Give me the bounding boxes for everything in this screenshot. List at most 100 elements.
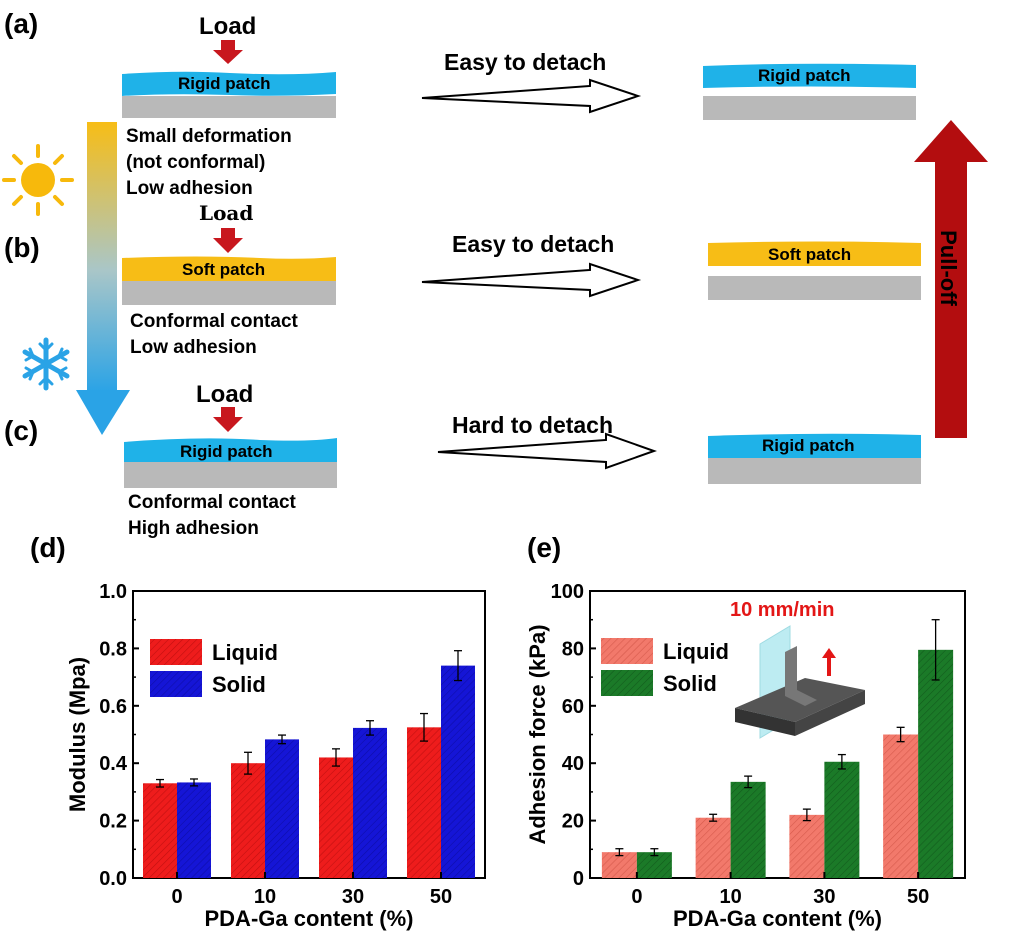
bar-solid [636, 852, 672, 878]
detach-arrow-b [421, 262, 642, 298]
y-tick-label: 0 [573, 868, 584, 890]
speed-annotation: 10 mm/min [730, 599, 834, 621]
substrate-c [124, 462, 337, 488]
x-axis-label: PDA-Ga content (%) [205, 906, 414, 931]
result-substrate-a [703, 96, 916, 120]
temperature-arrow [76, 122, 130, 435]
result-rigid-patch-c [708, 433, 921, 458]
bar-liquid [883, 734, 919, 878]
description-b-line: Low adhesion [130, 337, 257, 358]
legend-swatch-solid [601, 670, 653, 696]
detach-arrow-a [421, 78, 642, 114]
y-tick-label: 0.0 [99, 868, 127, 890]
patch-sample-icon [785, 646, 817, 706]
detach-text-b: Easy to detach [452, 231, 615, 257]
bar-solid [177, 782, 211, 878]
x-axis-label: PDA-Ga content (%) [673, 906, 882, 931]
soft-patch-b [122, 256, 336, 281]
rigid-patch-a [122, 71, 336, 96]
result-patch-label-c: Rigid patch [762, 436, 855, 455]
x-tick-label: 0 [631, 886, 642, 908]
rigid-patch-c [124, 438, 337, 462]
load-arrow-b [213, 228, 243, 253]
patch-label-b: Soft patch [182, 260, 266, 279]
y-tick-label: 0.8 [99, 638, 127, 660]
detach-text-c: Hard to detach [452, 412, 614, 438]
x-tick-label: 50 [430, 886, 452, 908]
description-a-line: Low adhesion [126, 178, 253, 199]
y-tick-label: 60 [562, 696, 584, 718]
description-c-line: Conformal contact [128, 492, 296, 513]
y-tick-label: 0.2 [99, 811, 127, 833]
result-patch-label-a: Rigid patch [758, 66, 851, 85]
bar-solid [918, 649, 954, 878]
y-tick-label: 0.4 [99, 753, 128, 775]
y-tick-label: 80 [562, 638, 584, 660]
legend-label-liquid: Liquid [212, 640, 278, 665]
legend-label-liquid: Liquid [663, 639, 729, 664]
bar-liquid [231, 763, 265, 878]
load-arrow-a [213, 40, 243, 64]
panel-b-letter: (b) [4, 232, 40, 263]
pull-arrow-head-icon [822, 648, 836, 658]
pull-arrow-icon [827, 656, 831, 676]
patch-label-a: Rigid patch [178, 74, 271, 93]
bar-liquid [695, 817, 731, 878]
x-tick-label: 10 [720, 886, 742, 908]
pull-off-label: Pull-off [936, 230, 961, 306]
description-b-line: Conformal contact [130, 311, 298, 332]
description-c-line: High adhesion [128, 518, 259, 539]
legend-swatch-liquid [150, 639, 202, 665]
x-tick-label: 0 [171, 886, 182, 908]
snowflake-icon [22, 337, 70, 391]
load-label-c: Load [196, 381, 254, 408]
detach-text-a: Easy to detach [444, 49, 607, 75]
substrate-b [122, 281, 336, 305]
legend-swatch-liquid [601, 638, 653, 664]
bar-liquid [319, 757, 353, 878]
y-axis-label: Modulus (Mpa) [65, 657, 90, 812]
bar-solid [265, 739, 299, 878]
bar-liquid [143, 783, 177, 878]
panel-a-letter: (a) [4, 8, 39, 39]
result-rigid-patch-a [703, 63, 916, 88]
panel-d-letter: (d) [30, 532, 66, 563]
y-tick-label: 0.6 [99, 696, 127, 718]
y-tick-label: 40 [562, 753, 584, 775]
result-soft-patch-b [708, 241, 921, 266]
result-substrate-c [708, 458, 921, 484]
legend-swatch-solid [150, 671, 202, 697]
y-tick-label: 1.0 [99, 581, 127, 603]
legend-label-solid: Solid [663, 671, 717, 696]
bar-solid [730, 781, 766, 878]
load-label-a: Load [199, 13, 257, 40]
patch-label-c: Rigid patch [180, 442, 273, 461]
substrate-block-front-icon [735, 708, 795, 736]
substrate-a [122, 96, 336, 118]
y-axis-label: Adhesion force (kPa) [525, 624, 550, 844]
legend-label-solid: Solid [212, 672, 266, 697]
bar-liquid [407, 727, 441, 878]
pull-off-arrow [914, 120, 988, 438]
schematic-graphics [2, 40, 988, 488]
panel-e-letter: (e) [527, 532, 562, 563]
x-tick-label: 30 [813, 886, 835, 908]
x-tick-label: 10 [254, 886, 276, 908]
description-a-line: (not conformal) [126, 152, 266, 173]
bar-solid [353, 727, 387, 878]
sun-icon [2, 144, 74, 216]
description-c: Conformal contact High adhesion [128, 490, 296, 542]
bar-liquid [789, 814, 825, 878]
description-a-line: Small deformation [126, 126, 292, 147]
y-tick-label: 100 [551, 581, 584, 603]
description-a: Small deformation (not conformal) Low ad… [126, 124, 292, 202]
detach-arrow-c [437, 432, 657, 470]
substrate-block-side-icon [795, 690, 865, 736]
load-label-b: Load [199, 201, 254, 225]
x-tick-label: 50 [907, 886, 929, 908]
bar-liquid [601, 852, 637, 878]
bar-solid [824, 761, 860, 878]
result-patch-label-b: Soft patch [768, 245, 852, 264]
